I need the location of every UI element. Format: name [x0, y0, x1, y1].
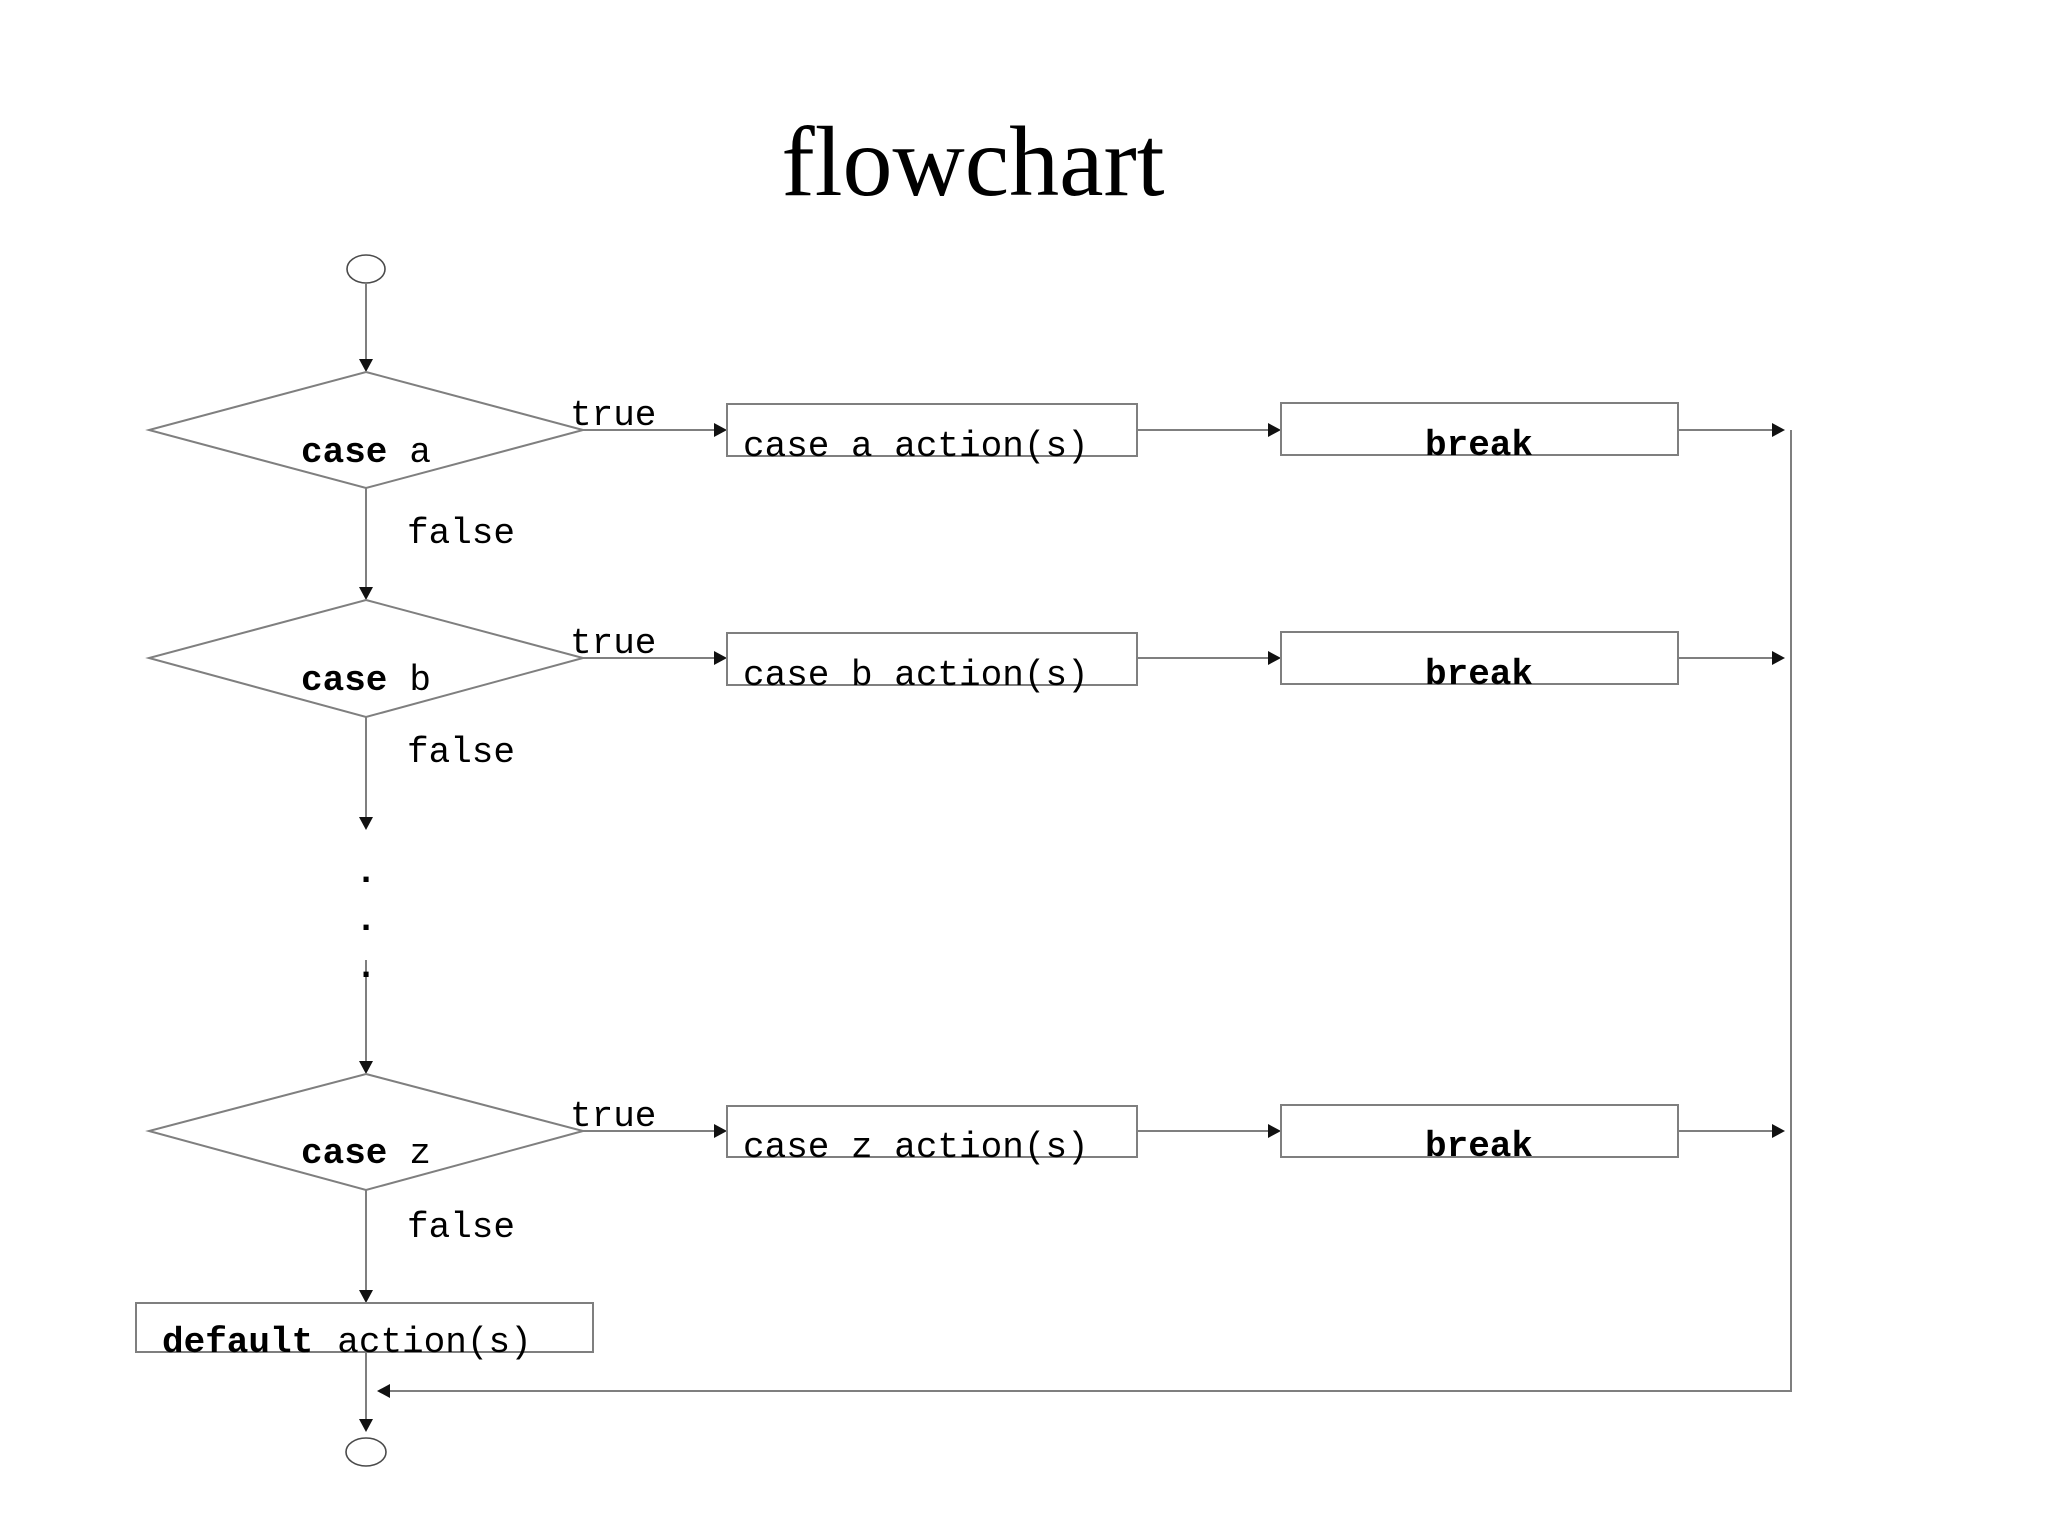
true-label-a: true	[570, 395, 656, 436]
case-z-action-label: case z action(s)	[743, 1127, 1089, 1168]
arrowhead-right-into-action-a	[714, 423, 727, 437]
page-title: flowchart	[781, 106, 1164, 217]
arrowhead-down-into-end	[359, 1419, 373, 1432]
arrowhead-right-into-collector-z	[1772, 1124, 1785, 1138]
default-action-box	[135, 1302, 594, 1353]
arrowhead-right-into-collector-a	[1772, 423, 1785, 437]
case-b-diamond	[145, 598, 587, 719]
case-a-action-label: case a action(s)	[743, 426, 1089, 467]
false-label-z: false	[407, 1207, 515, 1248]
arrowhead-right-into-collector-b	[1772, 651, 1785, 665]
end-terminator	[345, 1437, 387, 1467]
break-b-label: break	[1425, 654, 1533, 695]
arrowhead-right-into-action-z	[714, 1124, 727, 1138]
break-z-label: break	[1425, 1126, 1533, 1167]
ellipsis-dot-2: .	[355, 900, 377, 941]
case-z-diamond	[145, 1072, 587, 1192]
break-b-box	[1280, 631, 1679, 685]
false-label-a: false	[407, 513, 515, 554]
ellipsis-dot-3: .	[355, 947, 377, 988]
case-z-action-box	[726, 1105, 1138, 1158]
arrowhead-down-into-case-a	[359, 359, 373, 372]
true-label-z: true	[570, 1096, 656, 1137]
arrowhead-down-into-case-z	[359, 1061, 373, 1074]
ellipsis-dot-1: .	[355, 852, 377, 893]
case-b-action-box	[726, 632, 1138, 686]
arrowhead-down-into-default	[359, 1290, 373, 1303]
arrowhead-right-into-break-b	[1268, 651, 1281, 665]
case-b-action-label: case b action(s)	[743, 655, 1089, 696]
break-a-label: break	[1425, 425, 1533, 466]
arrowhead-right-into-action-b	[714, 651, 727, 665]
edge-break-collector-return	[390, 430, 1792, 1392]
arrowhead-down-into-ellipsis	[359, 817, 373, 830]
arrowhead-right-into-break-z	[1268, 1124, 1281, 1138]
arrowhead-right-into-break-a	[1268, 423, 1281, 437]
break-a-box	[1280, 402, 1679, 456]
case-a-action-box	[726, 403, 1138, 457]
true-label-b: true	[570, 623, 656, 664]
false-label-b: false	[407, 732, 515, 773]
start-terminator	[346, 254, 386, 284]
break-z-box	[1280, 1104, 1679, 1158]
arrowhead-down-into-case-b	[359, 587, 373, 600]
case-a-diamond	[145, 370, 587, 490]
arrowhead-left-collector-merge	[377, 1384, 390, 1398]
